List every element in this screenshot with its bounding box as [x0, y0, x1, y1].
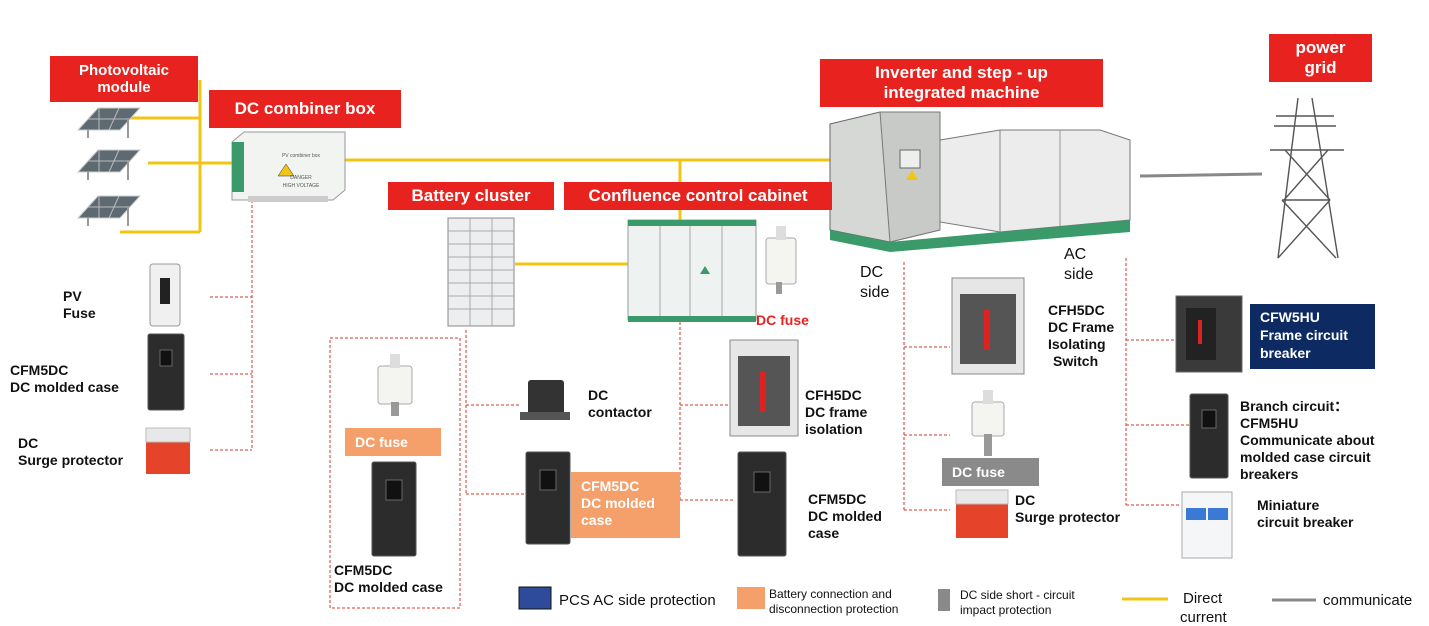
legend-swatch-pcs — [518, 586, 552, 610]
molded-case-breaker-icon — [371, 461, 417, 557]
legend-pcs-label: PCS AC side protection — [559, 592, 716, 609]
surge-protector-icon — [145, 427, 191, 474]
dc-lines — [120, 80, 830, 266]
confluence-cabinet-icon — [627, 219, 757, 322]
legend-swatch-dc-short — [938, 589, 950, 611]
molded-case-breaker-icon — [525, 451, 571, 545]
battery-rack-icon — [447, 217, 515, 327]
legend-comm-label: communicate — [1323, 592, 1413, 609]
fuse-icon — [971, 390, 1005, 456]
frame-isolation-switch-icon — [729, 339, 799, 437]
cfw5hu-label: CFW5HU Frame circuit breaker — [1250, 304, 1375, 369]
cfm5dc-orange-label: CFM5DC DC molded case — [571, 472, 680, 538]
confluence-cabinet-title: Confluence control cabinet — [564, 182, 832, 210]
combiner-box-title: DC combiner box — [209, 90, 401, 128]
surge-protector-icon — [955, 489, 1009, 538]
combiner-box-label: PV combiner box DANGER HIGH VOLTAGE — [281, 153, 321, 189]
dc-fuse-battery-label: DC fuse — [345, 428, 441, 456]
solar-panel-icon — [76, 107, 142, 226]
legend-swatch-battery — [737, 587, 765, 609]
molded-case-breaker-icon — [147, 333, 185, 411]
pv-fuse-icon — [149, 263, 181, 327]
dc-fuse-inverter-label: DC fuse — [942, 458, 1039, 486]
contactor-icon — [520, 380, 570, 420]
molded-case-breaker-icon — [1189, 393, 1229, 479]
fuse-icon — [377, 354, 413, 416]
dashed-connectors — [210, 200, 1190, 609]
transmission-tower-icon — [1270, 97, 1344, 259]
inverter-container-icon — [829, 111, 1131, 252]
frame-circuit-breaker-icon — [1175, 295, 1243, 373]
miniature-circuit-breaker-icon — [1181, 491, 1233, 559]
fuse-icon — [765, 226, 797, 294]
combiner-box-icon — [231, 131, 346, 202]
ac-line — [1139, 172, 1263, 178]
battery-cluster-title: Battery cluster — [388, 182, 554, 210]
frame-isolation-switch-icon — [951, 277, 1025, 375]
molded-case-breaker-icon — [737, 451, 787, 557]
dc-fuse-cabinet-label: DC fuse — [756, 312, 809, 328]
